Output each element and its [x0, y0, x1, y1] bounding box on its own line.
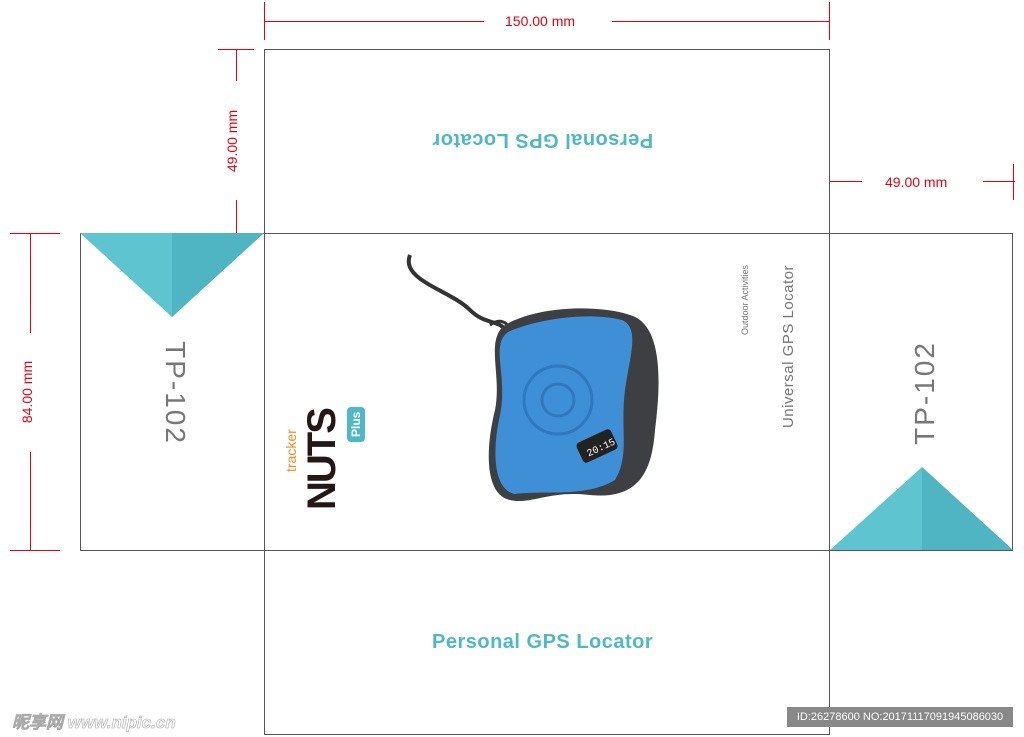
gps-device-image: 20:15	[406, 254, 659, 502]
dim-line	[264, 21, 484, 22]
left-flap-model: TP-102	[159, 341, 191, 445]
main-outline-left	[264, 49, 265, 735]
height-dimension: 84.00 mm	[19, 360, 36, 424]
watermark-site: 昵享网 www.nipic.cn	[12, 713, 176, 733]
width-dimension: 150.00 mm	[505, 13, 576, 29]
dim-tick	[10, 550, 60, 551]
tagline-main: Universal GPS Locator	[780, 264, 798, 429]
dim-line	[30, 452, 31, 550]
right-flap-edge	[1012, 233, 1013, 551]
dim-line	[30, 233, 31, 333]
dim-line	[236, 200, 237, 233]
right-flap-triangle	[830, 467, 1013, 550]
logo-brand: NUTS	[300, 409, 344, 510]
dim-line	[1013, 164, 1014, 200]
fold-line-bottom	[80, 550, 1013, 551]
left-flap-triangle	[80, 233, 264, 317]
top-flap-dimension: 49.00 mm	[224, 109, 241, 173]
main-outline-bottom	[264, 734, 830, 735]
left-flap-edge	[80, 233, 81, 551]
dim-tick	[830, 181, 862, 182]
logo-badge: Plus	[347, 406, 365, 442]
side-flap-dimension: 49.00 mm	[885, 174, 948, 190]
top-panel-title: Personal GPS Locator	[432, 129, 654, 151]
tagline-small: Outdoor Activities	[740, 264, 751, 336]
brand-logo: tracker NUTS Plus	[283, 400, 367, 510]
watermark-id: ID:26278600 NO:20171117091945086030	[787, 707, 1013, 727]
right-flap-model: TP-102	[908, 341, 940, 445]
dim-tick	[10, 233, 60, 234]
logo-tracker: tracker	[283, 429, 299, 472]
fold-line-top	[80, 233, 1013, 234]
main-outline-right	[829, 49, 830, 735]
dim-line	[612, 21, 830, 22]
dim-line	[236, 49, 237, 81]
bottom-panel-title: Personal GPS Locator	[432, 631, 654, 653]
dim-tick	[983, 181, 1015, 182]
main-outline-top	[264, 49, 830, 50]
